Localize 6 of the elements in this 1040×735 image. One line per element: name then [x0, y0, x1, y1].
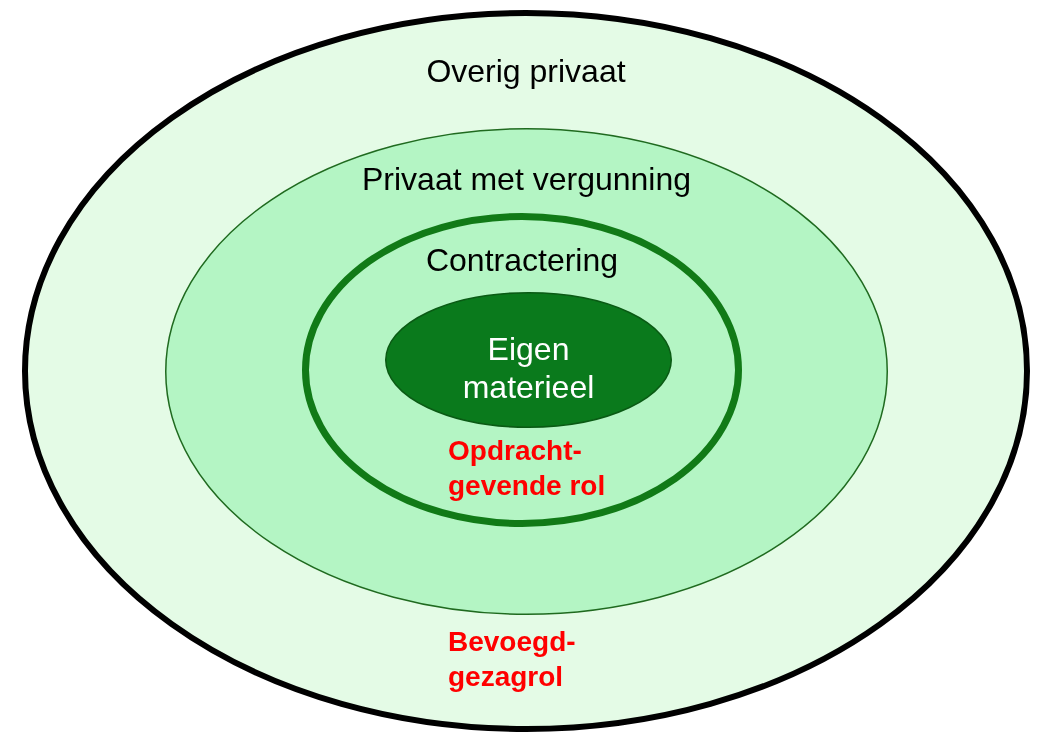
region-label: Privaat met vergunning — [360, 160, 693, 199]
role-label: Bevoegd- gezagrol — [448, 625, 577, 694]
role-label: Opdracht- gevende rol — [448, 434, 607, 503]
region-label: Eigen materieel — [461, 330, 596, 407]
region-label: Contractering — [424, 241, 620, 280]
region-label: Overig privaat — [425, 52, 627, 91]
